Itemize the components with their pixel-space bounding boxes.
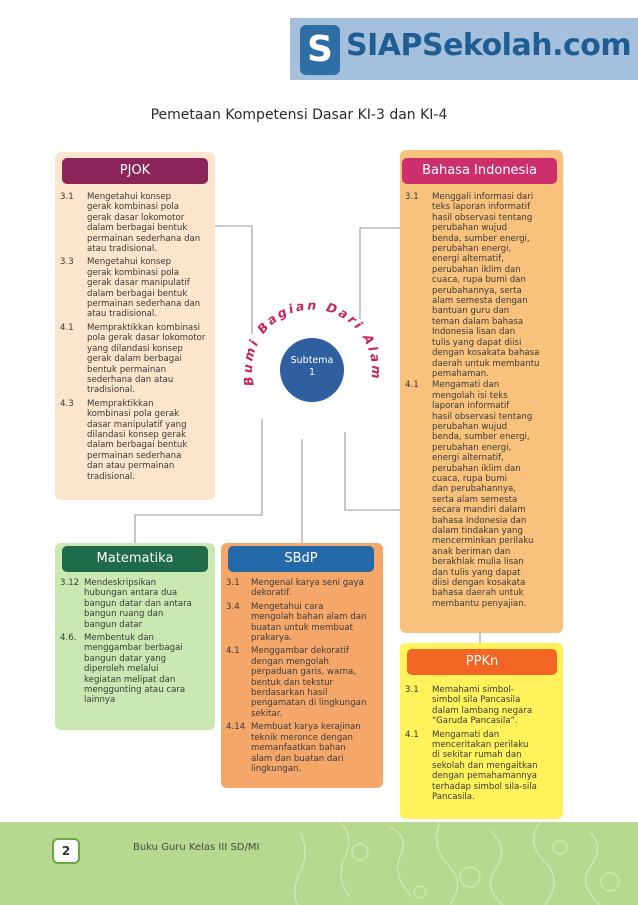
- kd-number: 3.12: [60, 578, 80, 588]
- kd-text: Menggambar dekoratif dengan mengolah per…: [251, 646, 367, 719]
- kd-item: 4.6. Membentuk dan menggambar berbagai ba…: [60, 633, 215, 706]
- kd-text: Membuat karya kerajinan teknik meronce d…: [251, 722, 361, 774]
- kd-item: 4.1 Mengamati dan mengolah isi teks lapor…: [405, 380, 560, 609]
- kd-item: 4.1 Mengamati dan menceritakan perilaku d…: [405, 730, 560, 803]
- kd-number: 4.1: [405, 380, 419, 391]
- kd-text: Mengamati dan menceritakan perilaku di s…: [432, 729, 538, 803]
- kd-item: 4.1 Mempraktikkan kombinasi pola gerak da…: [60, 323, 215, 396]
- kd-item: 3.1 Memahami simbol- simbol sila Pancasil…: [405, 685, 560, 727]
- kd-text: Mengamati dan mengolah isi teks laporan …: [432, 380, 534, 609]
- matematika-box: [55, 543, 215, 730]
- kd-text: Mengenal karya seni gaya dekoratif.: [251, 578, 364, 599]
- page-title: Pemetaan Kompetensi Dasar KI-3 dan KI-4: [0, 107, 638, 123]
- kd-text: Memahami simbol- simbol sila Pancasila d…: [432, 685, 533, 727]
- subtema-label-line2: 1: [308, 367, 316, 378]
- sbdp-heading: SBdP: [228, 546, 374, 572]
- kd-number: 4.1: [60, 322, 74, 333]
- kd-number: 4.3: [60, 398, 74, 409]
- subtema-label: Subtema 1: [272, 355, 352, 379]
- kd-number: 3.1: [405, 685, 419, 695]
- ppkn-heading: PPKn: [407, 649, 557, 675]
- bahasa-heading: Bahasa Indonesia: [402, 158, 557, 184]
- subtema-circle: Bumi Bagian Dari Alam Semesta: [232, 290, 382, 440]
- kd-text: Membentuk dan menggambar berbagai bangun…: [84, 633, 186, 706]
- matematika-heading: Matematika: [62, 546, 208, 572]
- kd-number: 3.1: [226, 578, 240, 588]
- kd-text: Mendeskripsikan hubungan antara dua bang…: [84, 578, 192, 630]
- kd-item: 3.1 Mengenal karya seni gaya dekoratif.: [226, 578, 383, 599]
- pjok-heading: PJOK: [62, 158, 208, 184]
- page-title-text: Pemetaan Kompetensi Dasar KI-3 dan KI-4: [150, 107, 448, 123]
- kd-number: 3.4: [226, 601, 240, 612]
- sbdp-box: [221, 543, 383, 788]
- connector-matematika: [134, 405, 263, 543]
- book-title: Buku Guru Kelas III SD/MI: [133, 842, 260, 853]
- kd-item: 3.4 Mengetahui cara mengolah bahan alam d…: [226, 602, 383, 644]
- kd-text: Menggali informasi dari teks laporan inf…: [432, 192, 540, 379]
- kd-item: 4.14 Membuat karya kerajinan teknik meron…: [226, 722, 383, 774]
- kd-number: 3.1: [60, 192, 74, 202]
- header-band: [290, 18, 638, 80]
- footer-pattern: [294, 822, 620, 905]
- kd-text: Mengetahui cara mengolah bahan alam dan …: [251, 601, 367, 644]
- kd-text: Mengetahui konsep gerak kombinasi pola g…: [87, 192, 201, 255]
- pjok-box: [55, 152, 215, 500]
- bahasa-list: 3.1 Menggali informasi dari teks laporan …: [405, 192, 560, 610]
- subtema-label-line1: Subtema: [290, 355, 334, 366]
- ppkn-list: 3.1 Memahami simbol- simbol sila Pancasil…: [405, 685, 560, 805]
- kd-number: 4.14: [226, 722, 246, 733]
- kd-text: Mempraktikkan kombinasi pola gerak dasar…: [87, 398, 188, 482]
- footer-band: [0, 822, 638, 905]
- kd-item: 3.12 Mendeskripsikan hubungan antara dua …: [60, 578, 215, 630]
- page-number: 2: [52, 838, 80, 864]
- kd-text: Mempraktikkan kombinasi pola gerak dasar…: [87, 322, 206, 396]
- connector-bahasa: [359, 227, 400, 345]
- kd-item: 4.1 Menggambar dekoratif dengan mengolah …: [226, 646, 383, 719]
- connector-pjok: [215, 225, 253, 338]
- kd-item: 3.1 Mengetahui konsep gerak kombinasi pol…: [60, 192, 215, 254]
- kd-number: 4.1: [226, 646, 240, 657]
- kd-item: 3.1 Menggali informasi dari teks laporan …: [405, 192, 560, 379]
- bahasa-box: [400, 150, 563, 633]
- logo-text: SIAPSekolah.com: [346, 28, 632, 63]
- kd-item: 4.3 Mempraktikkan kombinasi pola gerak da…: [60, 399, 215, 482]
- kd-number: 4.1: [405, 729, 419, 740]
- matematika-list: 3.12 Mendeskripsikan hubungan antara dua …: [60, 578, 215, 709]
- kd-number: 3.3: [60, 257, 74, 268]
- kd-text: Mengetahui konsep gerak kombinasi pola g…: [87, 257, 201, 320]
- kd-number: 3.1: [405, 192, 419, 202]
- kd-item: 3.3 Mengetahui konsep gerak kombinasi pol…: [60, 257, 215, 319]
- logo-icon: S: [300, 25, 340, 75]
- kd-number: 4.6.: [60, 633, 77, 644]
- center-circle: [280, 338, 344, 402]
